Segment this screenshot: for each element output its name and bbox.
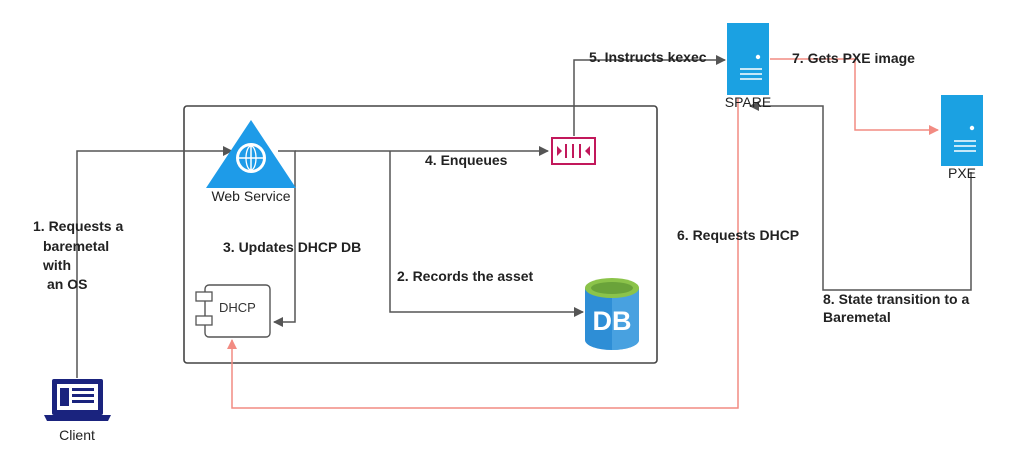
edge-web-service-to-db xyxy=(389,151,584,317)
step-1-line-4: an OS xyxy=(47,276,87,292)
dhcp-node: DHCP xyxy=(195,284,271,338)
web-service-node: Web Service xyxy=(206,120,296,204)
db-node: DB xyxy=(585,278,639,350)
edge-pxe-to-spare xyxy=(749,101,972,291)
web-service-label: Web Service xyxy=(211,188,290,204)
step-1-line-2: baremetal xyxy=(43,238,109,254)
pxe-label: PXE xyxy=(948,165,976,181)
pxe-node: PXE xyxy=(941,95,983,181)
edge-queue-to-spare xyxy=(573,55,726,136)
db-label: DB xyxy=(593,306,632,336)
step-1-line-3: with xyxy=(42,257,71,273)
spare-node: SPARE xyxy=(725,23,771,110)
system-boundary xyxy=(183,105,658,364)
step-7-label: 7. Gets PXE image xyxy=(792,50,915,66)
step-8-line-1: 8. State transition to a xyxy=(823,291,969,307)
edge-client-to-web-service xyxy=(76,146,233,378)
dhcp-component-icon xyxy=(204,284,271,338)
step-5-label: 5. Instructs kexec xyxy=(589,49,707,65)
step-2-label: 2. Records the asset xyxy=(397,268,534,284)
dhcp-label: DHCP xyxy=(219,300,256,315)
edge-spare-to-dhcp xyxy=(227,98,739,409)
step-8-line-2: Baremetal xyxy=(823,309,891,325)
step-6-label: 6. Requests DHCP xyxy=(677,227,799,243)
step-1-label: 1. Requests a baremetal with an OS xyxy=(33,218,127,292)
spare-label: SPARE xyxy=(725,94,771,110)
step-4-label: 4. Enqueues xyxy=(425,152,508,168)
client-node: Client xyxy=(44,379,111,443)
step-1-line-1: 1. Requests a xyxy=(33,218,123,234)
edge-web-service-to-dhcp xyxy=(273,150,296,327)
spare-server-icon xyxy=(727,23,769,95)
queue-node xyxy=(551,137,596,165)
step-8-label: 8. State transition to a Baremetal xyxy=(823,291,973,325)
client-label: Client xyxy=(59,427,95,443)
pxe-server-icon xyxy=(941,95,983,166)
edge-spare-to-pxe xyxy=(770,58,939,135)
laptop-icon xyxy=(44,379,111,421)
step-3-label: 3. Updates DHCP DB xyxy=(223,239,361,255)
